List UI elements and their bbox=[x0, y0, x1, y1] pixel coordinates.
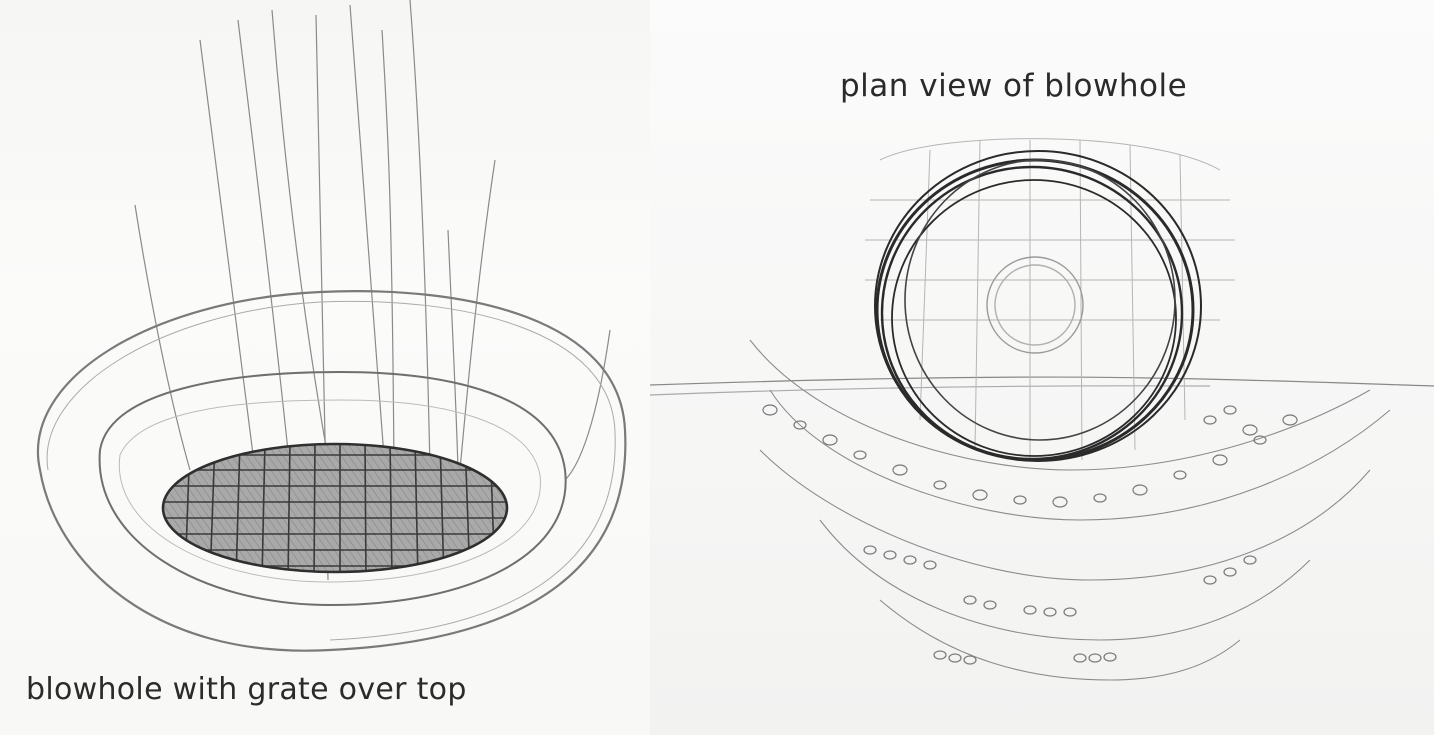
inner-rim bbox=[98, 370, 567, 607]
left-caption: blowhole with grate over top bbox=[26, 672, 467, 707]
left-sketch-panel: blowhole with grate over top bbox=[0, 0, 650, 735]
right-title: plan view of blowhole bbox=[840, 68, 1188, 104]
pebble-rows bbox=[749, 339, 1391, 681]
outer-rim bbox=[37, 290, 627, 652]
blowhole-plan-sketch bbox=[650, 138, 1434, 681]
right-sketch-panel: plan view of blowhole bbox=[650, 0, 1434, 735]
grate-opening bbox=[161, 442, 509, 574]
ground-line bbox=[650, 376, 1434, 396]
blowhole-grate-sketch bbox=[37, 0, 627, 652]
inner-opening bbox=[986, 256, 1084, 354]
blowhole-rings bbox=[874, 150, 1202, 462]
pebbles bbox=[762, 404, 1298, 665]
